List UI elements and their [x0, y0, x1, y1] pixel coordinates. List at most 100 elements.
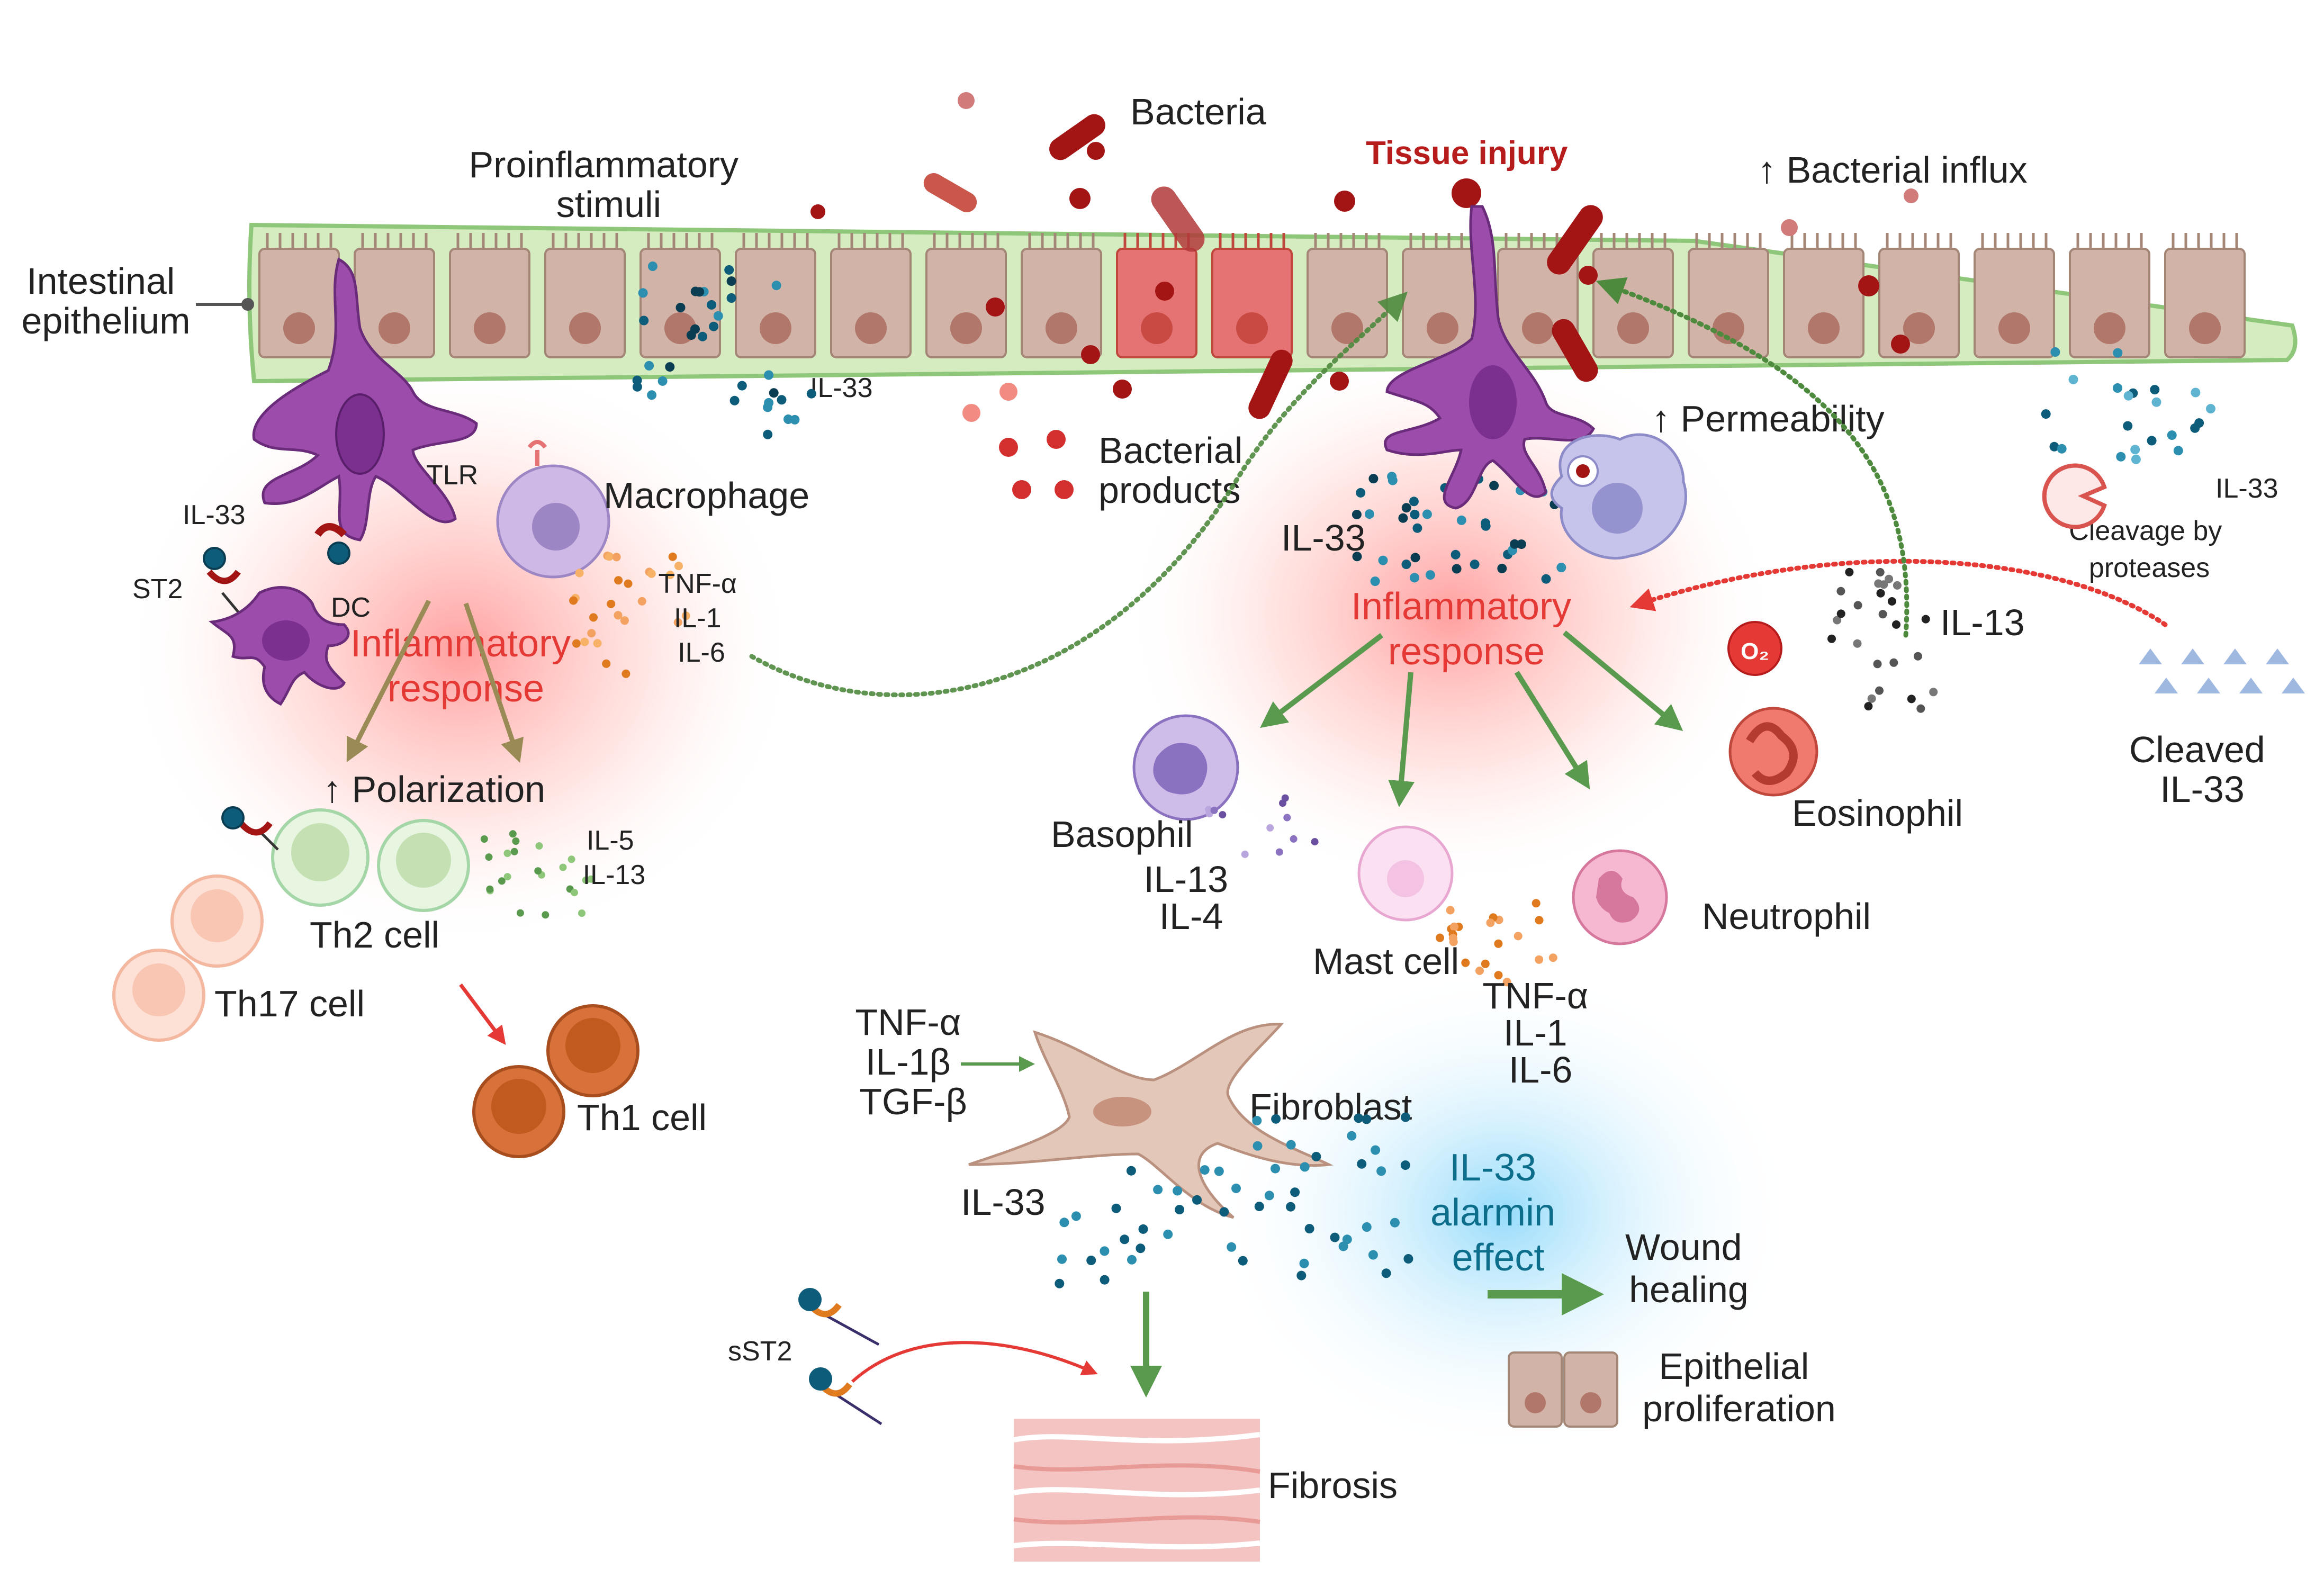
- epithelial-nucleus: [855, 312, 887, 344]
- cytokine-dot: [503, 873, 511, 881]
- il13-eosinophil-label: IL-13: [1940, 602, 2025, 643]
- th2-cells: [221, 806, 470, 912]
- cytokine-dot: [1887, 597, 1896, 606]
- cytokine-dot: [1497, 563, 1507, 573]
- sst2-stalk: [835, 1393, 882, 1426]
- cytokine-dot: [1120, 1234, 1130, 1245]
- cytokine-dot: [1127, 1255, 1137, 1265]
- cytokine-dot: [1175, 1205, 1185, 1215]
- fibrosis-fiber: [1013, 1432, 1260, 1444]
- epithelial-cell-body: [735, 248, 816, 358]
- wound-healing-label: Wound healing: [1625, 1227, 1752, 1310]
- cytokine-dot: [1893, 581, 1902, 590]
- macrophage-receptor: [527, 440, 547, 466]
- cytokine-dot: [1376, 1166, 1386, 1176]
- cytokine-dot: [1200, 1165, 1210, 1175]
- cytokine-dot: [2116, 452, 2126, 462]
- cytokine-dot: [2130, 445, 2140, 455]
- epithelial-cell: [258, 233, 340, 358]
- bacterium: [1576, 464, 1590, 478]
- cytokine-dot: [726, 276, 736, 286]
- arrow-to-basophil: [1260, 633, 1384, 728]
- tlr-label: TLR: [426, 460, 478, 491]
- cytokine-dot: [1071, 1211, 1081, 1221]
- cytokine-dot: [620, 616, 629, 625]
- cytokine-dot: [516, 909, 524, 917]
- cytokine-dot: [1516, 539, 1526, 549]
- feedback-arrow-macrophage: [749, 291, 1408, 698]
- arrow-to-th2-right: [463, 602, 524, 763]
- epithelial-nucleus: [1141, 312, 1173, 344]
- cytokine-dot: [1401, 1112, 1410, 1122]
- cytokine-dot: [1370, 576, 1380, 587]
- cytokine-dot: [707, 300, 717, 310]
- basophil: [1132, 714, 1239, 821]
- cytokine-dot: [686, 330, 696, 340]
- epithelial-cell-body: [2164, 248, 2246, 358]
- cytokine-dot: [614, 576, 623, 585]
- th17-nucleus: [191, 889, 244, 942]
- mast-cell-cytokine-dots: [1436, 899, 1557, 987]
- epithelial-nucleus: [1046, 312, 1077, 344]
- epithelial-cell: [1688, 233, 1769, 358]
- cytokine-dot: [1138, 1224, 1148, 1234]
- cytokine-dot: [1446, 906, 1455, 915]
- epithelial-cell-row: [258, 233, 2246, 358]
- cytokine-dot: [764, 398, 774, 408]
- bacterium: [1579, 266, 1598, 285]
- fibrosis-fiber: [1013, 1540, 1260, 1550]
- epithelial-cell: [1783, 233, 1864, 358]
- cytokine-dot: [1879, 580, 1888, 589]
- cytokine-dot: [1227, 1242, 1237, 1252]
- cytokine-dot: [2123, 421, 2133, 431]
- cytokine-dot: [1296, 1270, 1307, 1281]
- protease-icon: [2042, 463, 2107, 529]
- sst2-label: sST2: [728, 1336, 792, 1367]
- epithelial-nucleus: [1903, 312, 1935, 344]
- cytokine-dot: [1192, 1195, 1202, 1205]
- th1-nucleus: [565, 1018, 620, 1073]
- bacterial-product: [999, 438, 1018, 457]
- basophil-nucleus: [1153, 743, 1208, 795]
- epithelial-nucleus: [1808, 312, 1840, 344]
- cytokine-dot: [1059, 1218, 1069, 1228]
- cytokine-dot: [1253, 1141, 1263, 1151]
- cytokine-dot: [1390, 1218, 1400, 1228]
- cytokine-dot: [673, 618, 682, 627]
- fragment: [2282, 678, 2305, 693]
- th17-nucleus: [132, 963, 185, 1016]
- cytokine-dot: [1136, 1243, 1146, 1254]
- cytokine-dot: [1338, 1241, 1348, 1251]
- cytokine-dot: [1126, 1166, 1136, 1176]
- cytokine-dot: [1853, 639, 1862, 648]
- cytokine-dot: [1214, 1166, 1224, 1176]
- cytokine-dot: [632, 382, 642, 392]
- epithelial-nucleus: [1427, 312, 1458, 344]
- cytokine-dot: [535, 842, 543, 850]
- cytokine-dot: [1398, 513, 1408, 523]
- cytokine-dot: [681, 611, 690, 620]
- fibroblast-inputs-label: TNF-α IL-1β TGF-β: [855, 1002, 971, 1122]
- cytokine-dot: [589, 613, 598, 622]
- mast-cytokines-label: TNF-α IL-1 IL-6: [1482, 975, 1598, 1090]
- cytokine-dot: [2173, 446, 2183, 456]
- cytokine-dot: [1354, 1113, 1364, 1123]
- fibrosis-tissue: [1013, 1419, 1260, 1562]
- cleaved-il33-label: Cleaved IL-33: [2129, 729, 2275, 810]
- epithelial-cell: [544, 233, 626, 358]
- cytokine-dot: [1163, 1229, 1173, 1239]
- cytokine-dot: [1362, 1114, 1372, 1124]
- epithelial-cell: [1021, 233, 1102, 358]
- inflammatory-response-right-label: Inflammatory response: [1351, 585, 1582, 673]
- epithelial-cell: [354, 233, 435, 358]
- cytokine-dot: [1210, 806, 1218, 814]
- bacterium: [1334, 191, 1355, 212]
- epithelial-cell-body: [2069, 248, 2150, 358]
- epithelial-cell: [1563, 1351, 1618, 1428]
- epithelial-nucleus: [1998, 312, 2030, 344]
- cytokine-dot: [1448, 934, 1457, 943]
- epithelial-nucleus: [1580, 1392, 1601, 1413]
- cytokine-dot: [783, 414, 793, 424]
- bacterium: [958, 92, 975, 109]
